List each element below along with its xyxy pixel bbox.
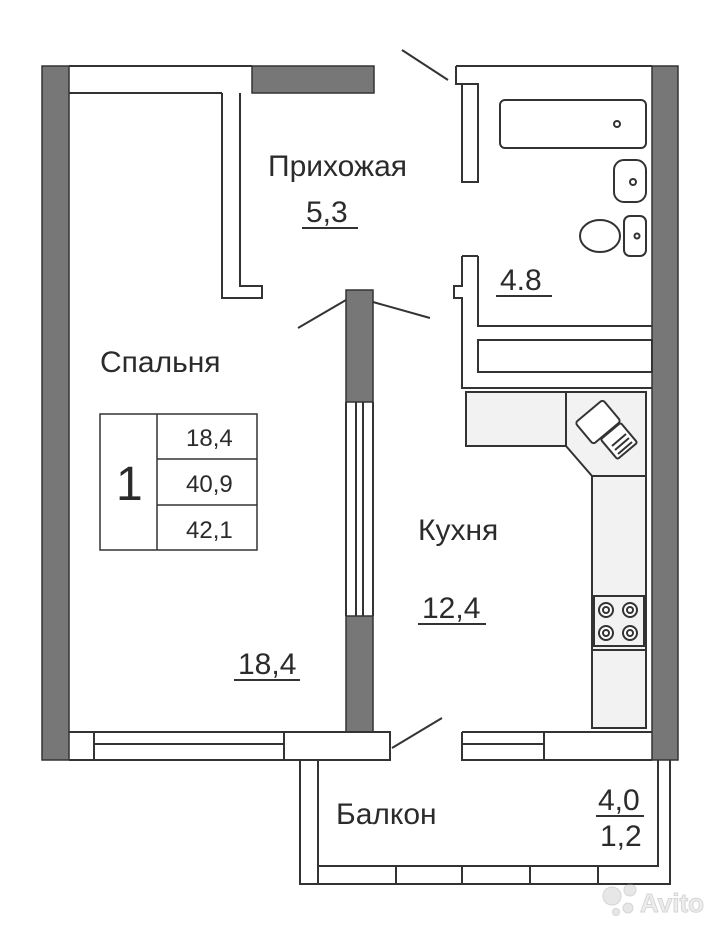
room-name-hallway: Прихожая: [268, 150, 407, 183]
wall-top-hall: [251, 65, 375, 94]
room-area-balcony: 4,0: [598, 784, 640, 817]
room-name-bedroom: Спальня: [100, 346, 221, 379]
wall-left: [41, 65, 70, 761]
wall-bedroom-hall: [221, 93, 263, 299]
wall-duct: [477, 339, 653, 373]
wall-top-bedroom: [69, 65, 252, 94]
sink-drain-icon: [629, 178, 637, 186]
summary-total-with-balcony: 42,1: [186, 517, 233, 544]
summary-living-area: 18,4: [186, 425, 233, 452]
door-balcony: [391, 717, 443, 749]
kitchen-sink-icon: [575, 399, 638, 460]
walls: [41, 65, 679, 761]
room-labels: Прихожая 5,3 4.8 Спальня 18,4 Кухня 12,4…: [100, 150, 644, 853]
doors: [297, 49, 449, 749]
wall-bathroom-lower: [453, 255, 652, 389]
wall-partition-lower: [345, 615, 374, 733]
thin-walls: [69, 65, 671, 885]
toilet-flush-icon: [633, 232, 641, 240]
room-area-bedroom: 18,4: [238, 648, 296, 681]
partition-window: [345, 402, 374, 616]
avito-logo-icon: [602, 883, 637, 916]
bathroom-fixtures: [499, 99, 647, 257]
kitchen-fixtures: [465, 391, 647, 729]
summary-table: [99, 413, 258, 551]
door-bedroom: [297, 299, 347, 329]
wall-right: [651, 65, 679, 761]
room-area-bathroom: 4.8: [500, 264, 542, 297]
bathtub-drain-icon: [613, 120, 621, 128]
room-name-balcony: Балкон: [336, 798, 437, 831]
wall-partition-upper: [345, 289, 374, 403]
room-name-kitchen: Кухня: [418, 514, 498, 547]
door-bathroom: [372, 301, 431, 319]
toilet-bowl: [579, 219, 621, 253]
door-entrance: [401, 49, 449, 81]
wall-bottom-right: [461, 731, 652, 761]
avito-watermark: Avito: [602, 883, 705, 919]
summary-total-area: 40,9: [186, 471, 233, 498]
room-area-kitchen: 12,4: [422, 592, 480, 625]
room-area-balcony-coef: 1,2: [600, 820, 642, 853]
summary-rooms-count: 1: [116, 458, 143, 511]
wall-bathroom-top: [455, 65, 652, 183]
counter-top: [465, 391, 567, 447]
room-area-hallway: 5,3: [306, 196, 348, 229]
bathtub: [499, 99, 647, 149]
watermark-text: Avito: [640, 888, 704, 918]
wall-bottom-left: [69, 731, 391, 761]
balcony-outline: [299, 760, 671, 885]
stove-icon: [593, 595, 645, 647]
